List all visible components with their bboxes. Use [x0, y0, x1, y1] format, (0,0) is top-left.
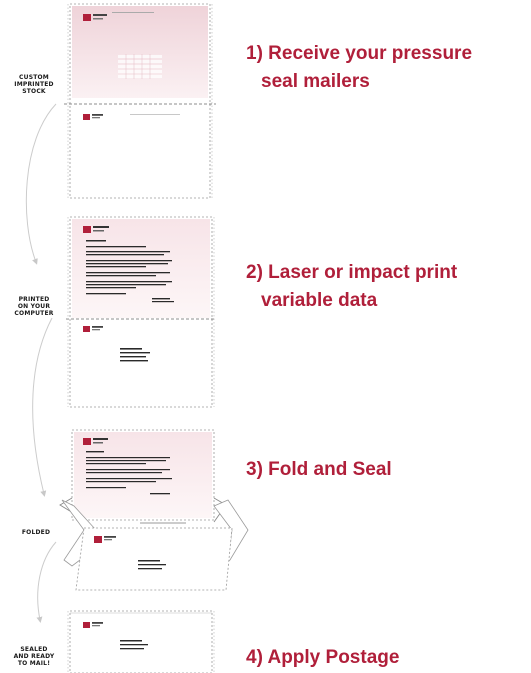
- step-3-line-1: 3) Fold and Seal: [246, 459, 392, 480]
- step-1-line-2: seal mailers: [261, 71, 370, 92]
- flow-arrows: [25, 103, 57, 623]
- step-1-heading: 1) Receive your pressure seal mailers: [246, 40, 472, 96]
- step-2-heading: 2) Laser or impact print variable data: [246, 259, 457, 315]
- step-2-line-2: variable data: [261, 290, 378, 311]
- step-3-heading: 3) Fold and Seal: [246, 456, 392, 484]
- form-printed: [66, 216, 216, 408]
- company-logo-icon: [83, 14, 91, 21]
- label-folded: FOLDED: [21, 529, 51, 536]
- step-4-line-1: 4) Apply Postage: [246, 647, 400, 668]
- label-sealed-and-ready: SEALED AND READY TO MAIL!: [13, 646, 55, 667]
- step-1-line-1: 1) Receive your pressure: [246, 43, 473, 64]
- label-printed-on-your-computer: PRINTED ON YOUR COMPUTER: [14, 296, 54, 317]
- form-folding: [59, 429, 249, 591]
- label-custom-imprinted-stock: CUSTOM IMPRINTED STOCK: [14, 74, 54, 95]
- step-2-line-1: 2) Laser or impact print: [246, 262, 458, 283]
- form-blank-stock: [64, 3, 216, 199]
- form-sealed: [67, 610, 215, 673]
- step-4-heading: 4) Apply Postage: [246, 644, 399, 672]
